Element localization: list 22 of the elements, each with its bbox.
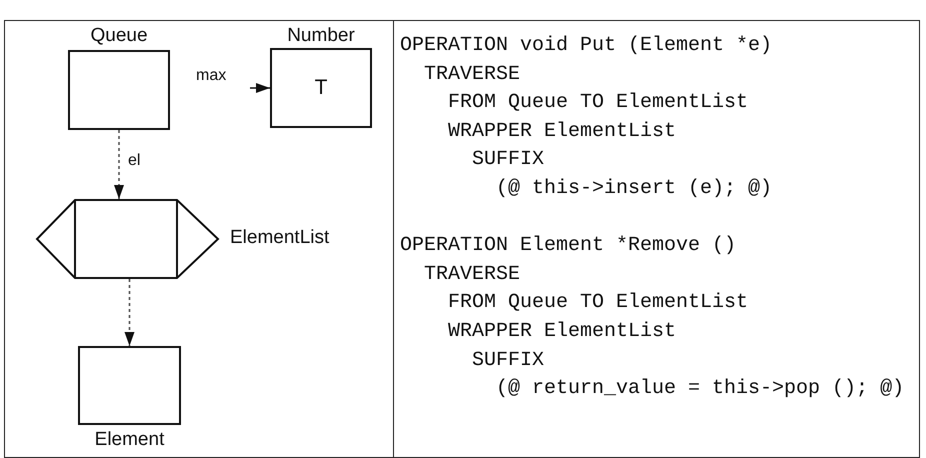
- code-line: (@ this->insert (e); @): [496, 177, 772, 201]
- dashed-arrow: [114, 130, 124, 199]
- code-line: TRAVERSE: [424, 262, 520, 287]
- code-line: WRAPPER ElementList: [448, 320, 676, 344]
- code-line: TRAVERSE: [424, 62, 520, 87]
- code-line: SUFFIX: [472, 148, 544, 172]
- code-line: SUFFIX: [472, 348, 544, 373]
- code-line: FROM Queue TO ElementList: [448, 291, 748, 316]
- edge-label: max: [196, 66, 226, 86]
- class-name: Number: [287, 25, 355, 46]
- edge-label: el: [128, 151, 140, 171]
- class-name: Element: [94, 429, 164, 450]
- class-name: ElementList: [230, 227, 330, 248]
- dashed-arrow: [124, 279, 134, 346]
- code-line: (@ return_value = this->pop (); @): [496, 377, 904, 402]
- code-line: OPERATION void Put (Element *e): [400, 34, 772, 58]
- code-line: FROM Queue TO ElementList: [448, 91, 748, 116]
- code-line: WRAPPER ElementList: [448, 120, 676, 144]
- class-name: Queue: [90, 25, 148, 46]
- code-line: OPERATION Element *Remove (): [400, 234, 736, 258]
- arrow: [250, 83, 270, 93]
- type-parameter: T: [314, 76, 328, 100]
